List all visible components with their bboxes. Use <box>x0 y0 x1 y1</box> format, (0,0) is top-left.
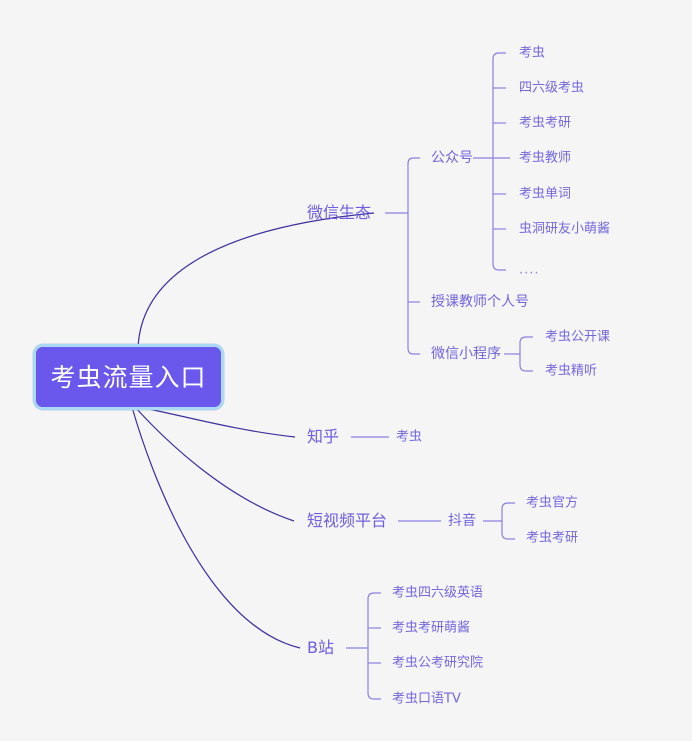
leaf-label-kaochong-vocabulary[interactable]: 考虫单词 <box>519 186 572 202</box>
leaf-label-cet-kaochong[interactable]: 四六级考虫 <box>519 80 585 96</box>
leaf-label-kaochong-cet-english[interactable]: 考虫四六级英语 <box>392 585 484 601</box>
bracket-douyin <box>501 502 515 540</box>
root-node[interactable]: 考虫流量入口 <box>33 344 224 410</box>
leaf-label-kaochong-civil-service-institute[interactable]: 考虫公考研究院 <box>392 655 484 671</box>
branch-curve-bilibili <box>131 406 301 649</box>
root-node-fill: 考虫流量入口 <box>36 347 221 407</box>
bracket-bilibili <box>367 592 381 700</box>
leaf-label-kaochong-intensive-listening[interactable]: 考虫精听 <box>545 363 598 379</box>
branch-label-short-video-platform[interactable]: 短视频平台 <box>307 511 388 530</box>
leaf-label-douyin-kaochong-kaoyan[interactable]: 考虫考研 <box>526 530 579 546</box>
leaf-label-kaochong-teacher[interactable]: 考虫教师 <box>519 150 572 166</box>
root-node-label: 考虫流量入口 <box>50 362 207 392</box>
leaf-label-zhihu-kaochong[interactable]: 考虫 <box>396 429 423 445</box>
branch-curve-wechat <box>137 212 375 349</box>
node-label-teacher-personal-account[interactable]: 授课教师个人号 <box>431 294 529 310</box>
leaf-label-kaochong[interactable]: 考虫 <box>519 45 546 61</box>
leaf-label-more-ellipsis[interactable]: .... <box>519 262 540 278</box>
branch-label-zhihu[interactable]: 知乎 <box>307 427 340 446</box>
branch-label-wechat-ecosystem[interactable]: 微信生态 <box>307 203 372 222</box>
branch-curve-zhihu <box>136 406 296 438</box>
node-label-douyin[interactable]: 抖音 <box>448 513 476 529</box>
node-label-official-account[interactable]: 公众号 <box>431 150 473 166</box>
leaf-label-kaochong-kaoyan[interactable]: 考虫考研 <box>519 115 572 131</box>
bracket-wechat <box>407 157 420 355</box>
node-label-wechat-miniprogram[interactable]: 微信小程序 <box>431 346 501 362</box>
leaf-label-kaochong-open-class[interactable]: 考虫公开课 <box>545 329 611 345</box>
leaf-label-kaochong-kaoyan-mengjiang[interactable]: 考虫考研萌酱 <box>392 620 471 636</box>
branch-label-bilibili[interactable]: B站 <box>307 638 334 657</box>
leaf-label-kaochong-official[interactable]: 考虫官方 <box>526 495 579 511</box>
branch-curve-shortvideo <box>134 406 295 522</box>
leaf-label-kaochong-spoken-tv[interactable]: 考虫口语TV <box>392 691 461 707</box>
bracket-gzh <box>492 52 506 271</box>
bracket-miniprogram <box>519 336 533 372</box>
leaf-label-chongdong-xiaomengjiang[interactable]: 虫洞研友小萌酱 <box>519 221 611 237</box>
